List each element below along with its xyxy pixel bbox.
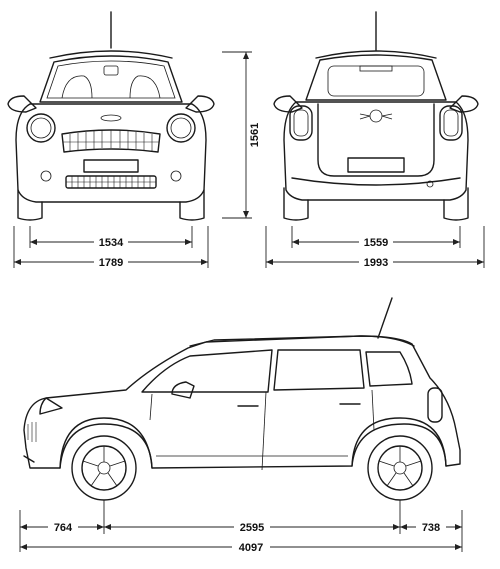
- side-view-car: [23, 297, 461, 501]
- length-dimension: 4097: [20, 539, 462, 554]
- front-track-dimension: 1534: [29, 226, 193, 249]
- front-track-label: 1534: [99, 237, 124, 249]
- wheelbase-dimension: 2595: [104, 519, 400, 534]
- front-view-car: [7, 11, 215, 221]
- rear-overhang-dimension: 738: [400, 519, 462, 534]
- rear-overhang-label: 738: [422, 522, 440, 534]
- rear-width-label: 1993: [364, 257, 388, 269]
- side-extension-lines: [19, 500, 463, 552]
- height-label: 1561: [249, 123, 261, 147]
- rear-track-label: 1559: [364, 237, 388, 249]
- front-overhang-dimension: 764: [20, 519, 104, 534]
- wheelbase-label: 2595: [240, 522, 264, 534]
- rear-width-dimension: 1993: [265, 226, 485, 269]
- rear-view-car: [273, 11, 479, 221]
- length-label: 4097: [239, 542, 263, 554]
- front-overhang-label: 764: [54, 522, 73, 534]
- rear-track-dimension: 1559: [291, 226, 461, 249]
- front-width-dimension: 1789: [13, 226, 209, 269]
- height-dimension: 1561: [222, 51, 261, 219]
- front-width-label: 1789: [99, 257, 123, 269]
